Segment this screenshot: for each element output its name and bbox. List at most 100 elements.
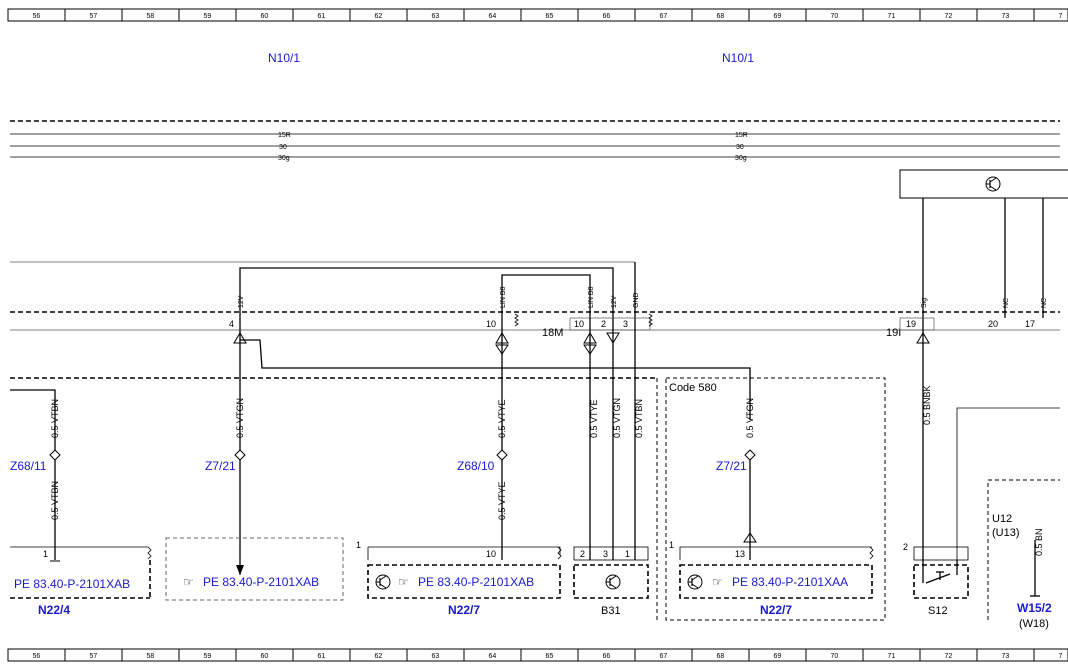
- top-ruler-number: 62: [375, 13, 383, 20]
- pin-number-4: 4: [229, 319, 234, 329]
- pin-number-2: 2: [601, 319, 606, 329]
- signal-sig: Sig: [921, 298, 928, 308]
- splice-diamond: [234, 449, 246, 461]
- pin-number-19: 19: [906, 319, 916, 329]
- b31-pin-2: 2: [580, 549, 585, 559]
- bottom-ruler-number: 65: [546, 653, 554, 660]
- pin-number-10-b: 10: [574, 319, 584, 329]
- pin-number-20: 20: [988, 319, 998, 329]
- switch-icon: [922, 560, 958, 584]
- transistor-icon: [605, 574, 621, 590]
- connector-pins: [239, 310, 1044, 318]
- bottom-ruler-number: 59: [204, 653, 212, 660]
- bottom-ruler-number: 73: [1002, 653, 1010, 660]
- module-label-left: N10/1: [268, 51, 300, 65]
- wire-vtye-top: 0.5 VTYE: [497, 399, 507, 438]
- top-ruler-number: 72: [945, 13, 953, 20]
- transistor-icon: [985, 176, 1001, 192]
- top-ruler-number: 58: [147, 13, 155, 20]
- connector-19i: 19I: [886, 327, 901, 339]
- w18-name: (W18): [1019, 618, 1049, 630]
- n22-7b-reference[interactable]: PE 83.40-P-2101XAA: [732, 575, 848, 589]
- splice-diamond: [49, 449, 61, 461]
- top-ruler-number: 7: [1059, 13, 1063, 20]
- n22-7b-pin: 13: [735, 549, 745, 559]
- pin-number-10-a: 10: [486, 319, 496, 329]
- top-ruler-number: 64: [489, 13, 497, 20]
- n22-7a-name: N22/7: [448, 603, 480, 617]
- splice-diamond: [496, 449, 508, 461]
- pin-number-3: 3: [623, 319, 628, 329]
- bottom-ruler-number: 58: [147, 653, 155, 660]
- top-ruler-number: 59: [204, 13, 212, 20]
- bottom-ruler-number: 62: [375, 653, 383, 660]
- wire-vtgn-580: 0.5 VTGN: [745, 398, 755, 438]
- signal-nc-b: NC: [1041, 298, 1048, 308]
- n22-7b-name: N22/7: [760, 603, 792, 617]
- n22-7a-reference[interactable]: PE 83.40-P-2101XAB: [418, 575, 534, 589]
- splice-z7-21-a: Z7/21: [205, 459, 236, 473]
- n22-4-pin: 1: [43, 549, 48, 559]
- bus-label-30-right: 30: [736, 144, 744, 151]
- b31-pin-3: 3: [603, 549, 608, 559]
- bus-label-30g-right: 30g: [735, 155, 747, 162]
- component-b31[interactable]: 2 3 1 B31: [573, 546, 649, 617]
- wire-bn: 0.5 BN: [1034, 528, 1044, 556]
- signal-12v-a: 12V: [238, 295, 245, 308]
- splice-z68-11: Z68/11: [10, 459, 47, 473]
- bottom-ruler-number: 61: [318, 653, 326, 660]
- bottom-ruler-number: 72: [945, 653, 953, 660]
- n22-7b-corner: 1: [669, 540, 674, 550]
- component-n22-7-a[interactable]: 1 10 ☞ PE 83.40-P-2101XAB N22/7: [356, 540, 562, 617]
- reference-box[interactable]: ☞ PE 83.40-P-2101XAB: [165, 537, 344, 601]
- component-n22-7-b[interactable]: 1 13 ☞ PE 83.40-P-2101XAA N22/7: [669, 540, 874, 617]
- component-u12[interactable]: U12 (U13) 0.5 BN W15/2 (W18): [987, 479, 1060, 630]
- wire-vtbn-bottom: 0.5 VTBN: [50, 481, 60, 520]
- b31-name: B31: [601, 605, 621, 617]
- reference-hand-icon: ☞: [398, 575, 409, 589]
- bottom-ruler-number: 63: [432, 653, 440, 660]
- module-label-right: N10/1: [722, 51, 754, 65]
- splice-z68-10: Z68/10: [457, 459, 495, 473]
- n22-7a-pin: 10: [486, 549, 496, 559]
- wire-vtgn-b31: 0.5 VTGN: [612, 398, 622, 438]
- bottom-ruler-number: 66: [603, 653, 611, 660]
- top-ruler-number: 69: [774, 13, 782, 20]
- component-s12[interactable]: 2 S12: [903, 542, 969, 617]
- signal-nc-a: NC: [1003, 298, 1010, 308]
- transistor-icon: [687, 574, 703, 590]
- signal-lin-b: LIN B8: [588, 286, 595, 308]
- bottom-ruler-number: 70: [831, 653, 839, 660]
- bottom-ruler-number: 69: [774, 653, 782, 660]
- n22-4-reference[interactable]: PE 83.40-P-2101XAB: [14, 577, 130, 591]
- wire-vtbn-top: 0.5 VTBN: [50, 399, 60, 438]
- reference-box-text[interactable]: PE 83.40-P-2101XAB: [203, 575, 319, 589]
- connector-18m: 18M: [542, 327, 563, 339]
- bottom-ruler-number: 71: [888, 653, 896, 660]
- power-bus: 15R 30 30g 15R 30 30g: [10, 132, 1060, 162]
- bottom-ruler-number: 57: [90, 653, 98, 660]
- top-ruler-number: 68: [717, 13, 725, 20]
- top-ruler-number: 61: [318, 13, 326, 20]
- top-ruler-number: 65: [546, 13, 554, 20]
- wire-vtbn-b31: 0.5 VTBN: [634, 399, 644, 438]
- bottom-ruler-number: 68: [717, 653, 725, 660]
- u12-label: U12: [992, 513, 1012, 525]
- reference-hand-icon: ☞: [712, 575, 723, 589]
- bottom-ruler-number: 60: [261, 653, 269, 660]
- u13-label: (U13): [992, 527, 1020, 539]
- wire-bnbk: 0.5 BNBK: [922, 385, 932, 425]
- signal-lin-a: LIN B8: [500, 286, 507, 308]
- s12-name: S12: [928, 605, 948, 617]
- n22-4-name: N22/4: [38, 603, 70, 617]
- top-ruler-number: 56: [33, 13, 41, 20]
- bus-label-30g-left: 30g: [278, 155, 290, 162]
- wire-vtye-b31: 0.5 VTYE: [589, 399, 599, 438]
- top-ruler-number: 70: [831, 13, 839, 20]
- component-n22-4[interactable]: 1 PE 83.40-P-2101XAB N22/4: [10, 546, 152, 617]
- transistor-icon: [375, 574, 391, 590]
- bottom-ruler-number: 64: [489, 653, 497, 660]
